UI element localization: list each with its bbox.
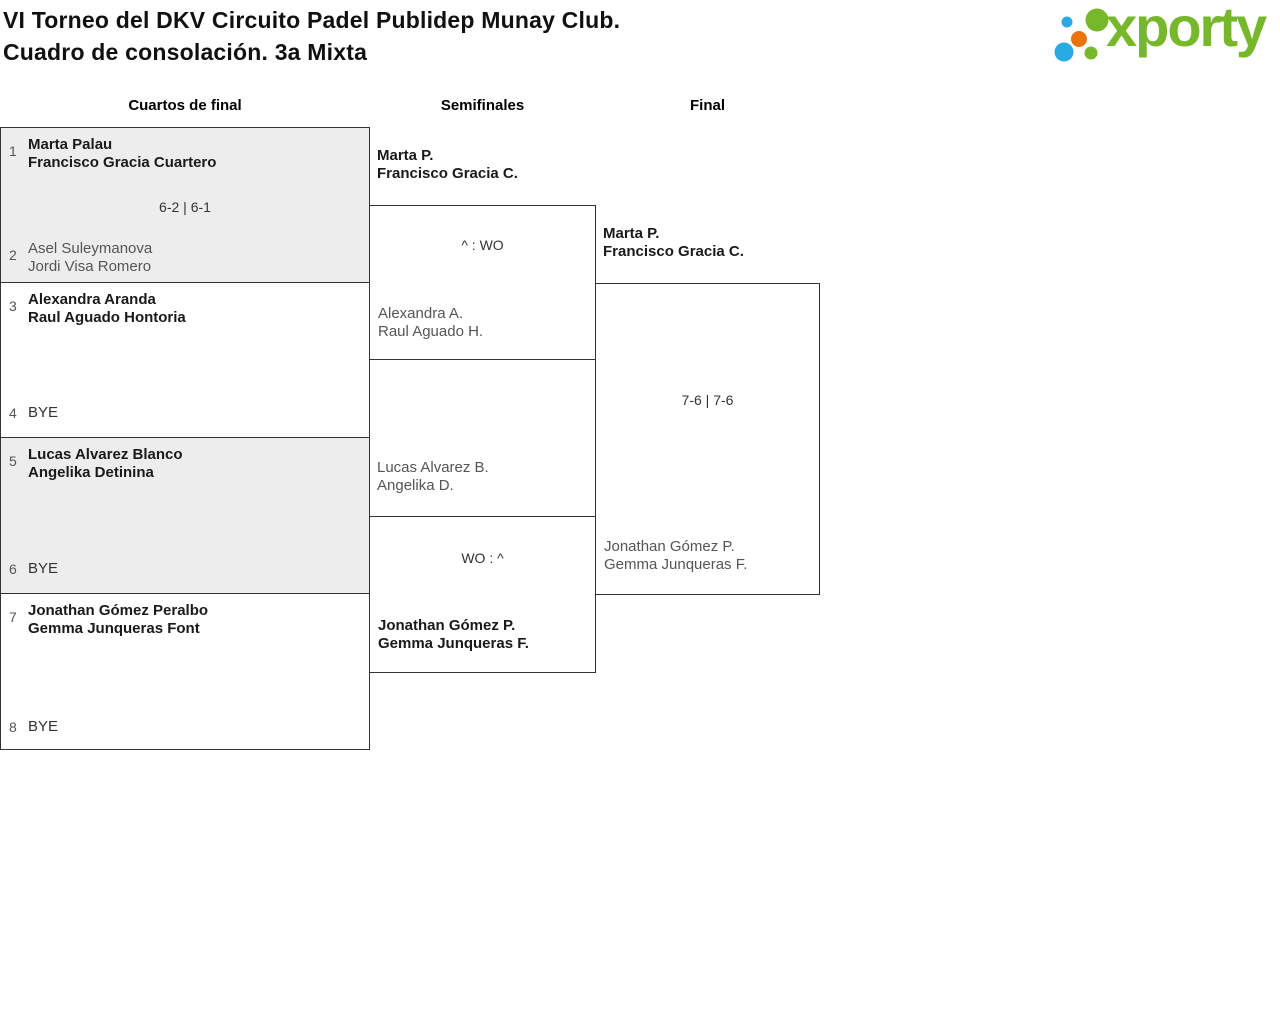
qf1-top-seed: 1	[9, 143, 17, 159]
final-score: 7-6 | 7-6	[681, 392, 734, 408]
logo-wordmark: xporty	[1106, 0, 1267, 58]
sf1-top-team: Marta P. Francisco Gracia C.	[377, 147, 518, 182]
player-name: Jonathan Gómez Peralbo	[28, 602, 209, 619]
qf-match-4: 7 Jonathan Gómez Peralbo Gemma Junqueras…	[0, 593, 370, 750]
xporty-logo: xporty	[1048, 0, 1280, 76]
player-name: Francisco Gracia C.	[377, 164, 518, 182]
player-name: Gemma Junqueras Font	[28, 619, 200, 637]
player-name: Gemma Junqueras F.	[604, 555, 748, 573]
qf2-bottom-seed: 4	[9, 405, 17, 421]
qf-match-3: 5 Lucas Alvarez Blanco Angelika Detinina…	[0, 437, 370, 594]
tournament-title-line1: VI Torneo del DKV Circuito Padel Publide…	[3, 7, 621, 33]
sf1-bottom-team: Alexandra A. Raul Aguado H.	[378, 305, 483, 340]
player-name: Angelika Detinina	[28, 463, 154, 481]
qf3-top-team: Lucas Alvarez Blanco Angelika Detinina	[28, 446, 183, 481]
qf3-top-seed: 5	[9, 453, 17, 469]
sf2-top-team: Lucas Alvarez B. Angelika D.	[377, 459, 489, 494]
qf-match-2: 3 Alexandra Aranda Raul Aguado Hontoria …	[0, 282, 370, 438]
qf4-top-seed: 7	[9, 609, 17, 625]
sf2-bottom-team: Jonathan Gómez P. Gemma Junqueras F.	[378, 617, 529, 652]
qf3-bottom-seed: 6	[9, 561, 17, 577]
qf1-bottom-team: Asel Suleymanova Jordi Visa Romero	[28, 240, 152, 275]
player-name: Angelika D.	[377, 476, 454, 494]
player-name: Marta Palau	[28, 136, 113, 153]
sf-match-1: ^ : WO Alexandra A. Raul Aguado H.	[369, 205, 596, 360]
player-name: Jonathan Gómez P.	[604, 538, 735, 555]
round-header-quarterfinals: Cuartos de final	[128, 97, 242, 114]
player-name: Francisco Gracia Cuartero	[28, 153, 217, 171]
player-name: Asel Suleymanova	[28, 240, 153, 257]
qf-match-1: 1 Marta Palau Francisco Gracia Cuartero …	[0, 127, 370, 283]
qf4-bye-label: BYE	[28, 718, 59, 735]
qf4-bottom-seed: 8	[9, 719, 17, 735]
player-name: Francisco Gracia C.	[603, 242, 744, 260]
qf2-top-team: Alexandra Aranda Raul Aguado Hontoria	[28, 291, 186, 326]
round-header-final: Final	[689, 97, 725, 114]
player-name: Alexandra A.	[378, 305, 464, 322]
qf2-top-seed: 3	[9, 298, 17, 314]
sf-match-2: WO : ^ Jonathan Gómez P. Gemma Junqueras…	[369, 516, 596, 673]
player-name: Marta P.	[603, 225, 660, 242]
round-header-semifinals: Semifinales	[440, 97, 525, 114]
player-name: Lucas Alvarez B.	[377, 459, 489, 476]
tournament-title-line2: Cuadro de consolación. 3a Mixta	[3, 39, 368, 65]
player-name: Raul Aguado Hontoria	[28, 308, 186, 326]
final-top-team: Marta P. Francisco Gracia C.	[603, 225, 744, 260]
final-bottom-team: Jonathan Gómez P. Gemma Junqueras F.	[604, 538, 747, 573]
logo-dots-icon	[1054, 8, 1109, 62]
player-name: Alexandra Aranda	[28, 291, 156, 308]
qf3-bye-label: BYE	[28, 560, 59, 577]
player-name: Lucas Alvarez Blanco	[28, 446, 183, 463]
player-name: Jonathan Gómez P.	[378, 617, 516, 634]
qf1-bottom-seed: 2	[9, 247, 17, 263]
final-match: 7-6 | 7-6 Jonathan Gómez P. Gemma Junque…	[595, 283, 820, 595]
player-name: Raul Aguado H.	[378, 322, 484, 340]
sf1-score: ^ : WO	[461, 237, 504, 253]
tournament-title: VI Torneo del DKV Circuito Padel Publide…	[3, 4, 620, 68]
qf4-top-team: Jonathan Gómez Peralbo Gemma Junqueras F…	[28, 602, 208, 637]
sf2-score: WO : ^	[461, 550, 504, 566]
player-name: Jordi Visa Romero	[28, 257, 152, 275]
qf1-score: 6-2 | 6-1	[159, 199, 211, 215]
player-name: Gemma Junqueras F.	[378, 634, 529, 652]
qf1-top-team: Marta Palau Francisco Gracia Cuartero	[28, 136, 216, 171]
player-name: Marta P.	[377, 147, 434, 164]
qf2-bye-label: BYE	[28, 404, 59, 421]
